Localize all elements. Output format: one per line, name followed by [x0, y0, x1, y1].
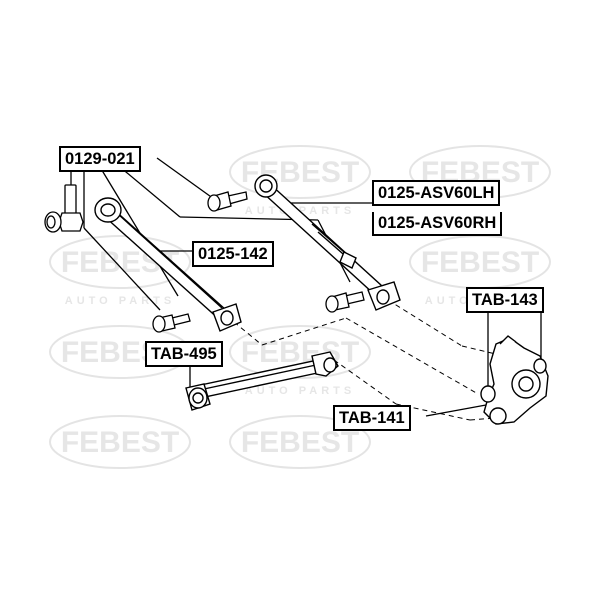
svg-text:FEBEST: FEBEST: [61, 426, 179, 459]
part-label-tab-143: TAB-143: [466, 287, 544, 313]
watermark-logo-8: FEBEST: [49, 415, 191, 469]
watermark-tagline: AUTO PARTS: [65, 295, 176, 307]
watermark-logo-7: FEBEST: [229, 415, 371, 469]
upper-adjustable-arm: [254, 174, 401, 311]
watermark-logo-4: FEBEST: [409, 235, 551, 289]
part-label-bolt: 0129-021: [59, 146, 141, 172]
lower-control-arm: [94, 197, 242, 332]
part-label-tab-141: TAB-141: [333, 405, 411, 431]
part-label-lower-arm: 0125-142: [192, 241, 274, 267]
part-label-arm-lh: 0125-ASV60LH: [372, 180, 501, 206]
svg-text:FEBEST: FEBEST: [241, 426, 359, 459]
watermark-logo-1: FEBEST: [229, 145, 371, 199]
trailing-arm: [185, 351, 339, 411]
bolt-center: [325, 291, 365, 313]
bolt-left: [44, 184, 84, 233]
svg-text:FEBEST: FEBEST: [421, 246, 539, 279]
bolt-lower-left: [152, 313, 191, 333]
bolt-upper-arm: [207, 191, 248, 212]
rear-knuckle: [480, 335, 549, 425]
part-label-tab-495: TAB-495: [145, 341, 223, 367]
part-label-arm-rh: 0125-ASV60RH: [372, 212, 503, 236]
watermark-tagline: AUTO PARTS: [245, 385, 356, 397]
